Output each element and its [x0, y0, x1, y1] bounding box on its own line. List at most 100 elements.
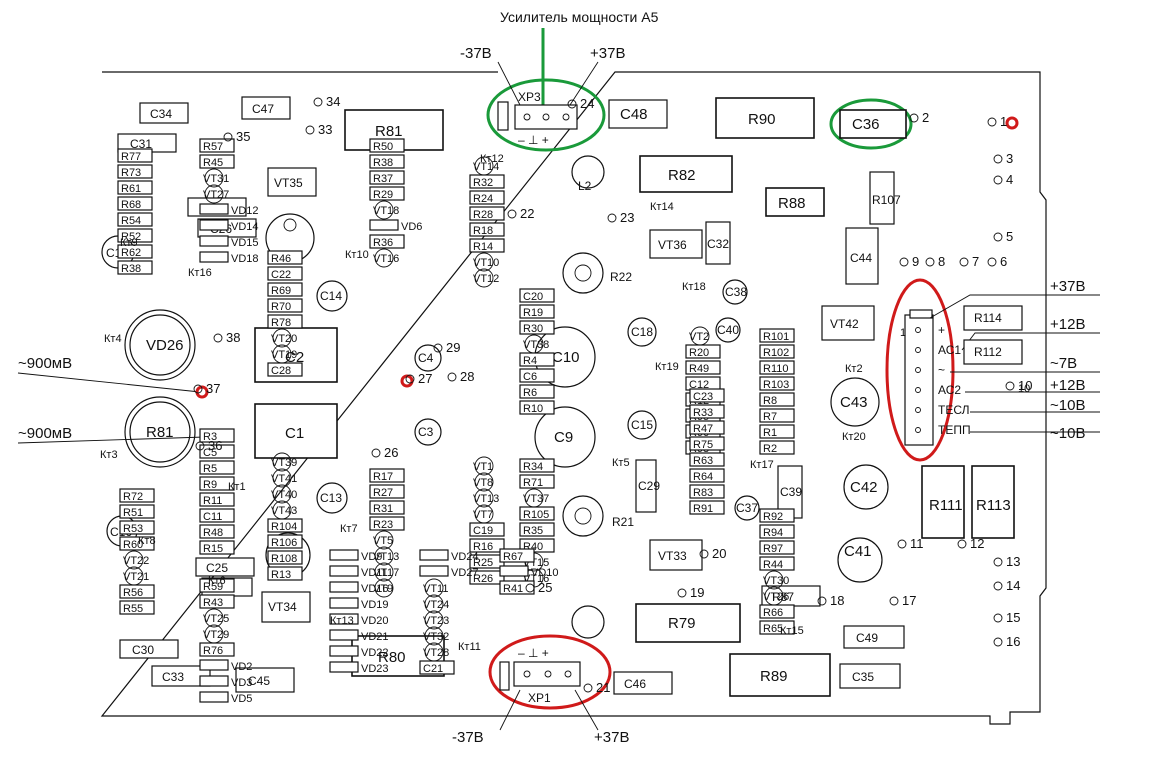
component-vd20: VD20 [329, 613, 389, 627]
pad-12: 12 [957, 536, 984, 551]
svg-text:R72: R72 [123, 491, 143, 503]
component-vt10: VT10 [473, 252, 499, 272]
svg-text:VD12: VD12 [231, 205, 259, 217]
component-vd22: VD22 [329, 645, 389, 659]
resistor-r79: R79 [635, 603, 741, 643]
component-r48: R48 [199, 524, 235, 539]
connector-xp3: XP3 – ⊥ + -37В +37В [460, 45, 625, 152]
c36-highlight-ellipse [829, 98, 913, 150]
component-r51: R51 [119, 504, 155, 519]
svg-text:22: 22 [520, 206, 534, 221]
component-r38: R38 [117, 260, 153, 275]
resistor-r87: R87 [761, 585, 821, 607]
component-vt40: VT40 [271, 484, 297, 504]
svg-text:R105: R105 [523, 509, 549, 521]
capacitor-c7: R81 [124, 396, 196, 468]
svg-text:C34: C34 [150, 107, 172, 121]
svg-text:6: 6 [1000, 254, 1007, 269]
component-r36: R36 [369, 234, 405, 249]
svg-text:C42: C42 [850, 479, 878, 496]
svg-text:R50: R50 [373, 141, 393, 153]
pad-22: 22 [507, 206, 534, 221]
xp3-pin-labels: – ⊥ + [518, 133, 549, 147]
right-pin-plus: + [938, 323, 945, 337]
svg-text:13: 13 [1006, 554, 1020, 569]
svg-text:34: 34 [326, 94, 340, 109]
svg-text:C44: C44 [850, 251, 872, 265]
svg-text:R19: R19 [523, 307, 543, 319]
pad-14: 14 [993, 578, 1020, 593]
test-point-20: Кт14 [650, 201, 674, 213]
test-point-2: Кт9 [120, 237, 138, 249]
svg-text:R55: R55 [123, 603, 143, 615]
svg-text:VD11: VD11 [361, 567, 388, 579]
svg-text:R57: R57 [203, 141, 223, 153]
right-connector: 1 + АС1 ~ АС2 ТЕСЛ ТЕПП +37В +12В ~7В +1… [885, 278, 1100, 462]
svg-text:VT12: VT12 [473, 273, 499, 285]
component-r16: R16 [469, 538, 505, 553]
resistor-r90: R90 [715, 97, 815, 139]
capacitor-c35: C35 [839, 663, 901, 689]
pad-36: 36 [195, 438, 222, 453]
svg-text:R35: R35 [523, 525, 543, 537]
component-r83: R83 [689, 484, 725, 499]
svg-text:R66: R66 [763, 607, 783, 619]
capacitor-c15: C15 [627, 410, 657, 440]
svg-text:VD6: VD6 [401, 221, 422, 233]
pad-11: 11 [897, 536, 924, 551]
svg-text:C4: C4 [418, 351, 434, 365]
component-r68: R68 [117, 196, 153, 211]
right-pin-tilde: ~ [938, 363, 945, 377]
pad-15: 15 [993, 610, 1020, 625]
svg-text:C31: C31 [130, 137, 152, 151]
component-r105: R105 [519, 506, 555, 521]
component-r60: R60 [119, 536, 155, 551]
svg-text:VT25: VT25 [203, 613, 229, 625]
component-vt12: VT12 [473, 268, 499, 288]
svg-text:R18: R18 [473, 225, 493, 237]
component-r67: R67 [499, 548, 535, 563]
svg-text:18: 18 [830, 593, 844, 608]
round-l1 [571, 605, 605, 639]
component-r2: R2 [759, 440, 795, 455]
capacitor-c1: C1 [254, 403, 338, 459]
svg-text:R45: R45 [203, 157, 223, 169]
component-r43: R43 [199, 594, 235, 609]
svg-text:VD16: VD16 [361, 583, 389, 595]
right-pin-ac2: АС2 [938, 383, 961, 397]
svg-text:C28: C28 [271, 365, 291, 377]
svg-text:R13: R13 [271, 569, 291, 581]
svg-text:28: 28 [460, 369, 474, 384]
component-r76: R76 [199, 642, 235, 657]
svg-text:R102: R102 [763, 347, 789, 359]
test-point-8: Кт5 [612, 457, 630, 469]
xp1-plus-voltage: +37В [594, 729, 629, 746]
svg-text:R11: R11 [203, 495, 222, 507]
svg-text:VT20: VT20 [271, 333, 297, 345]
svg-text:R61: R61 [121, 183, 141, 195]
svg-text:R53: R53 [123, 523, 143, 535]
svg-text:R68: R68 [121, 199, 141, 211]
svg-text:VT13: VT13 [373, 551, 399, 563]
svg-text:R33: R33 [693, 407, 713, 419]
component-vd2: VD2 [199, 659, 252, 673]
capacitor-c14: C14 [316, 280, 348, 312]
capacitor-c48: C48 [608, 99, 668, 129]
component-vt18: VT18 [373, 200, 399, 220]
pad-7: 7 [959, 254, 979, 269]
xp1-pin-labels: – ⊥ + [518, 646, 549, 660]
component-vt27: VT27 [203, 184, 229, 204]
svg-text:VT1: VT1 [473, 461, 493, 473]
test-point-11: Кт19 [655, 361, 679, 373]
capacitor-c42: C42 [843, 464, 889, 510]
svg-text:C43: C43 [840, 394, 868, 411]
component-r32: R32 [469, 174, 505, 189]
svg-text:VT42: VT42 [830, 317, 859, 331]
svg-text:R113: R113 [976, 497, 1011, 514]
svg-text:VD23: VD23 [361, 663, 389, 675]
component-r56: R56 [119, 584, 155, 599]
svg-text:17: 17 [902, 593, 916, 608]
component-r106: R106 [267, 534, 303, 549]
svg-text:VD26: VD26 [146, 337, 184, 354]
